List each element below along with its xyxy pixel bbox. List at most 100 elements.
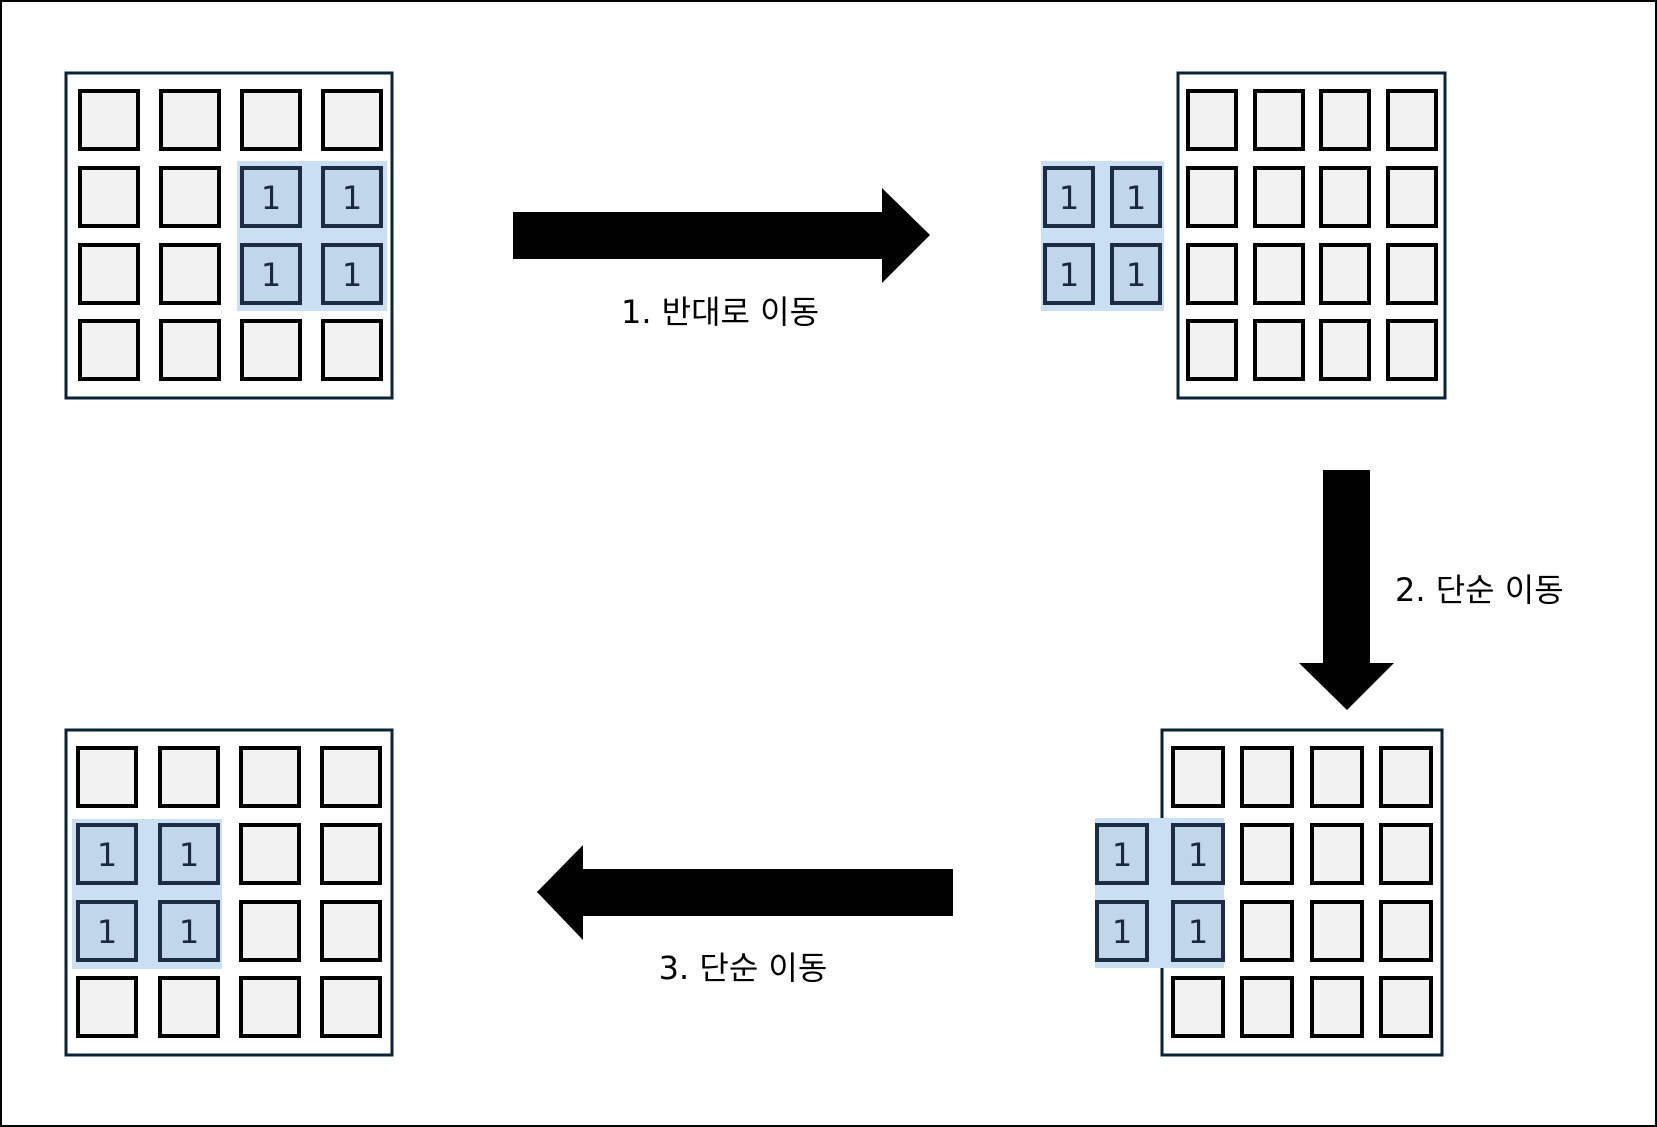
cell-value: 1	[97, 913, 117, 951]
grid-initial: 1 1 1 1	[64, 71, 394, 400]
cell-value: 1	[342, 256, 362, 294]
grid-cell	[76, 746, 138, 808]
grid-cell	[78, 89, 140, 151]
arrow-left-icon	[537, 845, 953, 940]
grid-cell	[1319, 166, 1371, 228]
grid-cell	[76, 823, 138, 885]
outside-cell	[1110, 243, 1162, 305]
grid-cell	[320, 900, 382, 962]
grid-cell	[240, 89, 302, 151]
cell-value: 1	[1188, 913, 1208, 951]
grid-cell	[158, 900, 220, 962]
grid-cell	[1379, 900, 1433, 962]
grid-cell	[1310, 976, 1364, 1038]
cell-value: 1	[1059, 256, 1079, 294]
grid-cell	[1186, 243, 1238, 305]
grid-cell	[1240, 746, 1294, 808]
grid-cell	[1240, 900, 1294, 962]
grid-cell	[1386, 166, 1438, 228]
grid-cell	[240, 319, 302, 381]
grid-cell	[158, 746, 220, 808]
cell-value: 1	[97, 836, 117, 874]
grid-cell	[1186, 166, 1238, 228]
grid-cell	[1171, 976, 1225, 1038]
grid-cell	[78, 243, 140, 305]
grid-cell	[239, 746, 301, 808]
step-3-label: 3. 단순 이동	[659, 949, 828, 987]
arrow-step-2: 2. 단순 이동	[1299, 470, 1564, 710]
grid-cell	[1171, 823, 1225, 885]
cell-value: 1	[342, 179, 362, 217]
cell-value: 1	[261, 256, 281, 294]
cell-value: 1	[1112, 913, 1132, 951]
grid-cell	[1379, 976, 1433, 1038]
grid-cell	[1319, 89, 1371, 151]
arrow-step-1: 1. 반대로 이동	[513, 188, 930, 331]
outside-cell	[1110, 166, 1162, 228]
outside-cell	[1095, 823, 1149, 885]
grid-cell	[1186, 319, 1238, 381]
grid-cell	[1379, 746, 1433, 808]
grid-cell	[240, 243, 302, 305]
grid-cell	[78, 319, 140, 381]
grid-cell	[321, 319, 383, 381]
grid-after-step-2: 1 1 1 1	[1095, 728, 1444, 1057]
grid-cell	[159, 166, 221, 228]
grid-cell	[320, 823, 382, 885]
grid-cell	[76, 900, 138, 962]
grid-after-step-1: 1 1 1 1	[1041, 71, 1447, 400]
grid-cell	[1386, 243, 1438, 305]
grid-cell	[1171, 746, 1225, 808]
cell-value: 1	[1059, 179, 1079, 217]
grid-cell	[1310, 823, 1364, 885]
cell-value: 1	[179, 913, 199, 951]
grid-cell	[1319, 319, 1371, 381]
grid-cell	[76, 976, 138, 1038]
cell-value: 1	[1126, 256, 1146, 294]
grid-cell	[1379, 823, 1433, 885]
grid-cell	[239, 976, 301, 1038]
arrow-down-icon	[1299, 470, 1394, 710]
grid-cell	[78, 166, 140, 228]
grid-cell	[1240, 823, 1294, 885]
outside-cell	[1043, 166, 1095, 228]
grid-cell	[1310, 746, 1364, 808]
grid-cell	[158, 976, 220, 1038]
grid-cell	[1171, 900, 1225, 962]
grid-cell	[1253, 166, 1305, 228]
cell-value: 1	[179, 836, 199, 874]
grid-cell	[320, 976, 382, 1038]
grid-cell	[320, 746, 382, 808]
grid-cell	[1253, 319, 1305, 381]
cell-value: 1	[1126, 179, 1146, 217]
grid-cell	[240, 166, 302, 228]
step-2-label: 2. 단순 이동	[1395, 571, 1564, 609]
grid-cell	[159, 243, 221, 305]
outside-cell	[1095, 900, 1149, 962]
grid-cell	[321, 89, 383, 151]
grid-cell	[1186, 89, 1238, 151]
grid-cell	[1310, 900, 1364, 962]
arrow-right-icon	[513, 188, 930, 283]
cell-value: 1	[261, 179, 281, 217]
grid-cell	[158, 823, 220, 885]
grid-cell	[159, 319, 221, 381]
grid-cell	[1253, 243, 1305, 305]
grid-after-step-3: 1 1 1 1	[64, 728, 394, 1057]
grid-cell	[321, 166, 383, 228]
grid-cell	[1386, 319, 1438, 381]
grid-cell	[321, 243, 383, 305]
outside-cell	[1043, 243, 1095, 305]
grid-cell	[1319, 243, 1371, 305]
grid-cell	[1386, 89, 1438, 151]
cell-value: 1	[1112, 836, 1132, 874]
cell-value: 1	[1188, 836, 1208, 874]
step-1-label: 1. 반대로 이동	[621, 293, 819, 331]
grid-cell	[159, 89, 221, 151]
grid-cell	[1240, 976, 1294, 1038]
grid-cell	[1253, 89, 1305, 151]
grid-cell	[239, 823, 301, 885]
grid-cell	[239, 900, 301, 962]
